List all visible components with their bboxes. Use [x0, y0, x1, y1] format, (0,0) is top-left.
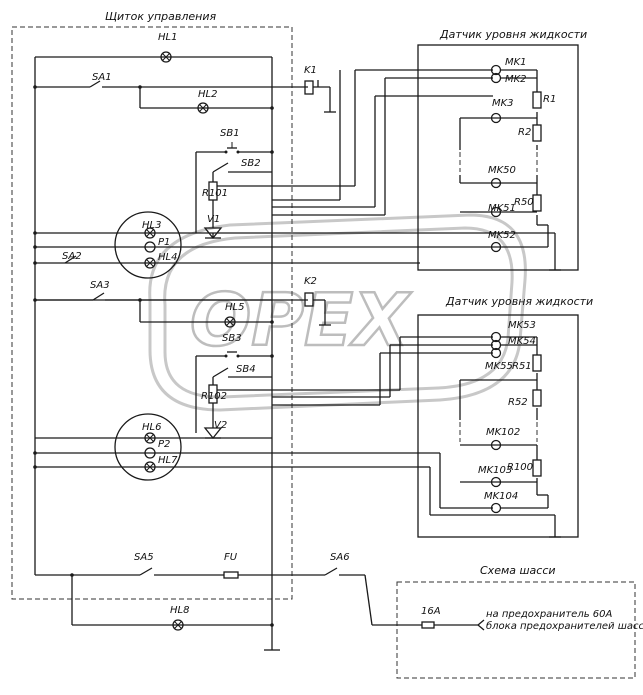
control-panel-title: Щиток управления — [105, 10, 217, 23]
label-V1: V1 — [207, 214, 220, 225]
label-R1: R1 — [543, 94, 556, 105]
label-HL2: HL2 — [198, 89, 217, 100]
gauge-P1-coil — [144, 241, 156, 253]
label-SB4: SB4 — [236, 364, 256, 375]
label-R101: R101 — [202, 188, 228, 199]
label-MK50: MK50 — [488, 165, 516, 176]
label-MK102: MK102 — [486, 427, 520, 438]
switch-SA6 — [324, 567, 338, 576]
label-HL7: HL7 — [158, 455, 178, 466]
sensor2-title: Датчик уровня жидкости — [445, 295, 593, 308]
label-P2: P2 — [158, 439, 170, 450]
lamp-HL8 — [172, 619, 184, 631]
button-SB2 — [212, 162, 229, 173]
lamp-HL5 — [224, 316, 236, 328]
label-V2: V2 — [214, 420, 227, 431]
label-MK2: MK2 — [505, 74, 527, 85]
sensor1-circuit — [420, 69, 561, 271]
label-SB2: SB2 — [241, 158, 261, 169]
control-panel-frame — [11, 26, 293, 600]
label-HL5: HL5 — [225, 302, 244, 313]
fuse-FU — [223, 571, 239, 579]
label-SB1: SB1 — [220, 128, 240, 139]
label-HL3: HL3 — [142, 220, 161, 231]
connector-arrow — [476, 619, 485, 631]
label-HL4: HL4 — [158, 252, 177, 263]
label-MK51: MK51 — [488, 203, 516, 214]
label-HL1: HL1 — [158, 32, 177, 43]
label-SA5: SA5 — [134, 552, 154, 563]
chassis-note-2: блока предохранителей шасси — [486, 620, 643, 632]
label-K2: K2 — [304, 276, 317, 287]
label-MK1: MK1 — [505, 57, 527, 68]
gauge-P2 — [114, 413, 182, 481]
sensor1-contacts — [490, 64, 502, 253]
lamp-HL4 — [144, 257, 156, 269]
label-HL6: HL6 — [142, 422, 161, 433]
sensor2-contacts — [490, 331, 502, 514]
lamp-HL6 — [144, 432, 156, 444]
sensor1-title: Датчик уровня жидкости — [439, 28, 587, 41]
label-16A: 16A — [421, 606, 441, 617]
watermark: OPEX — [148, 213, 527, 412]
label-SA3: SA3 — [90, 280, 110, 291]
label-MK3: MK3 — [492, 98, 514, 109]
label-R100: R100 — [507, 462, 533, 473]
label-MK54: MK54 — [508, 336, 536, 347]
label-MK103: MK103 — [478, 465, 512, 476]
fuse-16A — [421, 621, 435, 629]
junctions — [33, 85, 274, 627]
chassis-note-1: на предохранитель 60А — [486, 609, 613, 620]
label-R50: R50 — [514, 197, 534, 208]
gauge-P1 — [114, 211, 182, 279]
chassis-title: Схема шасси — [480, 564, 556, 577]
label-FU: FU — [224, 552, 238, 563]
label-HL8: HL8 — [170, 605, 189, 616]
label-R52: R52 — [508, 397, 528, 408]
label-SA6: SA6 — [330, 552, 350, 563]
label-MK53: MK53 — [508, 320, 536, 331]
lamp-HL3 — [144, 227, 156, 239]
sensor2-frame — [417, 314, 579, 538]
lamp-HL7 — [144, 461, 156, 473]
chassis-frame — [396, 581, 636, 679]
label-R102: R102 — [201, 391, 227, 402]
gauge-P2-coil — [144, 447, 156, 459]
label-SB3: SB3 — [222, 333, 242, 344]
switch-SA1 — [89, 80, 101, 88]
label-R2: R2 — [518, 127, 531, 138]
lamp-HL2 — [197, 102, 209, 114]
sensor1-frame — [417, 44, 579, 271]
label-K1: K1 — [304, 65, 317, 76]
switch-SA5 — [139, 567, 153, 576]
switch-SA3 — [92, 292, 105, 301]
sensor2-circuit — [420, 336, 561, 538]
label-R51: R51 — [512, 361, 532, 372]
button-SB4 — [212, 367, 229, 378]
watermark-text: OPEX — [190, 278, 412, 362]
label-MK104: MK104 — [484, 491, 518, 502]
label-MK52: MK52 — [488, 230, 516, 241]
label-SA1: SA1 — [92, 72, 112, 83]
lamp-HL1 — [160, 51, 172, 63]
switch-SA2 — [64, 255, 77, 264]
label-MK55: MK55 — [485, 361, 513, 372]
label-SA2: SA2 — [62, 251, 82, 262]
label-P1: P1 — [158, 237, 170, 248]
